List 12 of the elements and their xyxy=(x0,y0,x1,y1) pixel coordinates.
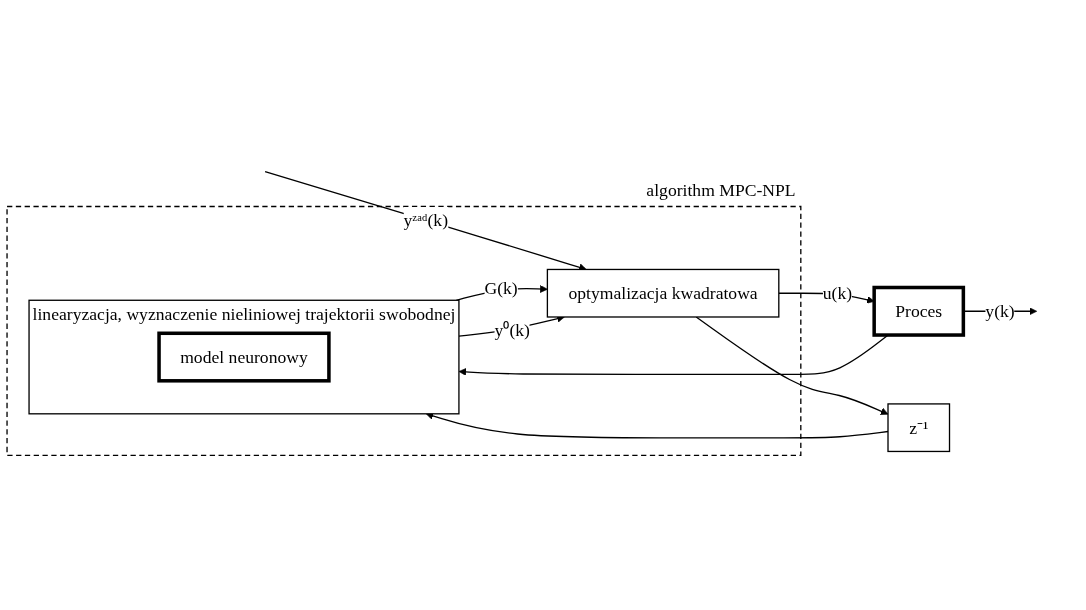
arrow xyxy=(695,316,889,415)
edge-label: y⁰(k) xyxy=(494,319,530,340)
edge-label: G(k) xyxy=(484,278,518,298)
edge-label: y(k) xyxy=(985,301,1015,321)
node-label: algorithm MPC-NPL xyxy=(646,180,796,200)
node-box: model neuronowy xyxy=(157,331,331,383)
edge-label: yᶻᵃᵈ(k) xyxy=(403,210,449,230)
edge-label: u(k) xyxy=(822,283,853,303)
node-box: optymalizacja kwadratowa xyxy=(546,268,780,318)
node-box: Proces xyxy=(872,285,966,337)
arrow xyxy=(425,412,889,439)
node-box: z⁻¹ xyxy=(887,403,951,453)
